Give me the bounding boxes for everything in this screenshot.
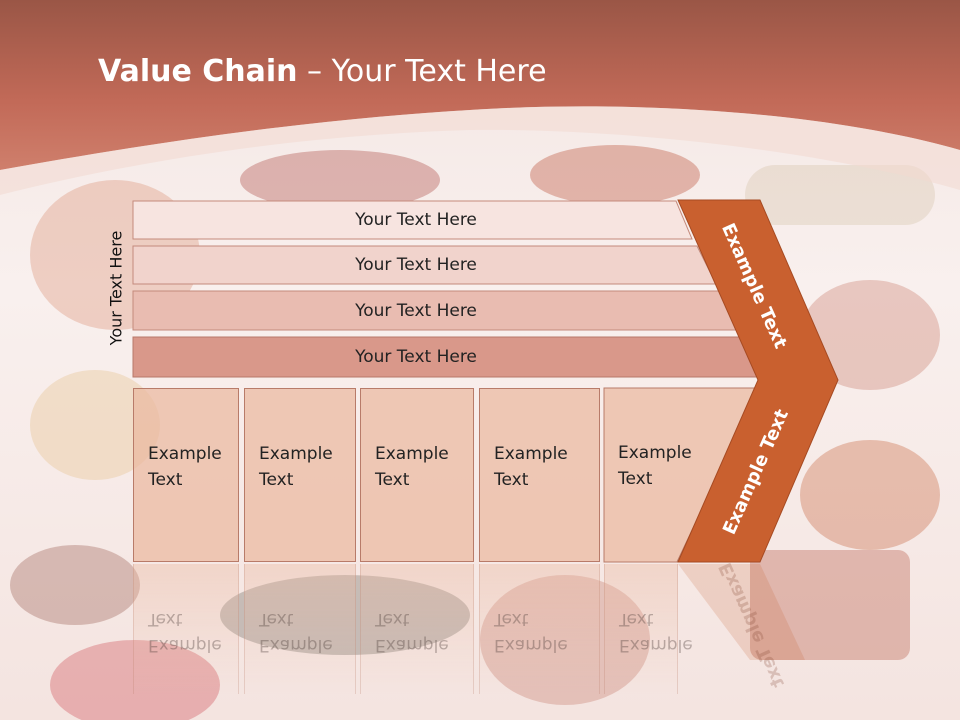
column-4-reflection: Example Text xyxy=(479,564,600,694)
background-image-decor xyxy=(50,640,220,720)
row-bar-3-label: Your Text Here xyxy=(355,300,477,321)
column-3-line2: Text xyxy=(375,470,410,490)
column-4-line2: Text xyxy=(494,470,529,490)
row-bar-4-label: Your Text Here xyxy=(355,347,477,367)
column-5-shape xyxy=(603,387,760,563)
column-3-reflection-line2: Text xyxy=(375,609,410,629)
background-image-decor xyxy=(10,545,140,625)
background-image-decor xyxy=(530,145,700,205)
row-bar-4: Your Text Here xyxy=(133,337,699,377)
column-4-reflection-line2: Text xyxy=(494,609,529,629)
column-1-reflection-line2: Text xyxy=(148,609,183,629)
column-1-line1: Example xyxy=(148,444,222,464)
column-2-reflection-line1: Example xyxy=(259,635,333,655)
column-2-line2: Text xyxy=(259,470,294,490)
row-bar-1: Your Text Here xyxy=(133,201,699,239)
row-bar-1-label: Your Text Here xyxy=(355,210,477,230)
chevron-reflection xyxy=(678,564,805,660)
column-3-reflection: Example Text xyxy=(360,564,474,694)
column-2-reflection: Example Text xyxy=(244,564,356,694)
background-image-decor xyxy=(220,575,470,655)
column-1-reflection-line1: Example xyxy=(148,635,222,655)
side-label: Your Text Here xyxy=(106,230,126,346)
background-image-decor xyxy=(480,575,650,705)
background-image-decor xyxy=(800,440,940,550)
row-bar-2-label: Your Text Here xyxy=(355,255,477,275)
title-rest: – Your Text Here xyxy=(297,54,547,89)
column-5-reflection-line2: Text xyxy=(619,609,654,629)
page-title: Value Chain – Your Text Here xyxy=(98,54,547,89)
column-4-line1: Example xyxy=(494,444,568,464)
column-1-reflection: Example Text xyxy=(133,564,239,694)
row-bar-2: Your Text Here xyxy=(133,246,699,284)
chevron-shape xyxy=(677,199,839,563)
column-3-line1: Example xyxy=(375,444,449,464)
background-image-decor xyxy=(240,150,440,210)
column-2-line1: Example xyxy=(259,444,333,464)
column-5-line2: Text xyxy=(618,469,653,489)
column-5-line1: Example xyxy=(618,443,692,463)
column-5-reflection: Example Text xyxy=(604,564,693,694)
column-1-line2: Text xyxy=(148,470,183,490)
background-image-decor xyxy=(750,550,910,660)
row-bar-3: Your Text Here xyxy=(133,291,699,330)
column-5-reflection-line1: Example xyxy=(619,635,693,655)
title-bold: Value Chain xyxy=(98,54,298,89)
column-2-reflection-line2: Text xyxy=(259,609,294,629)
column-3-reflection-line1: Example xyxy=(375,635,449,655)
row-bar-1-shape xyxy=(132,200,693,240)
header-band xyxy=(0,0,960,195)
column-4-reflection-line1: Example xyxy=(494,635,568,655)
